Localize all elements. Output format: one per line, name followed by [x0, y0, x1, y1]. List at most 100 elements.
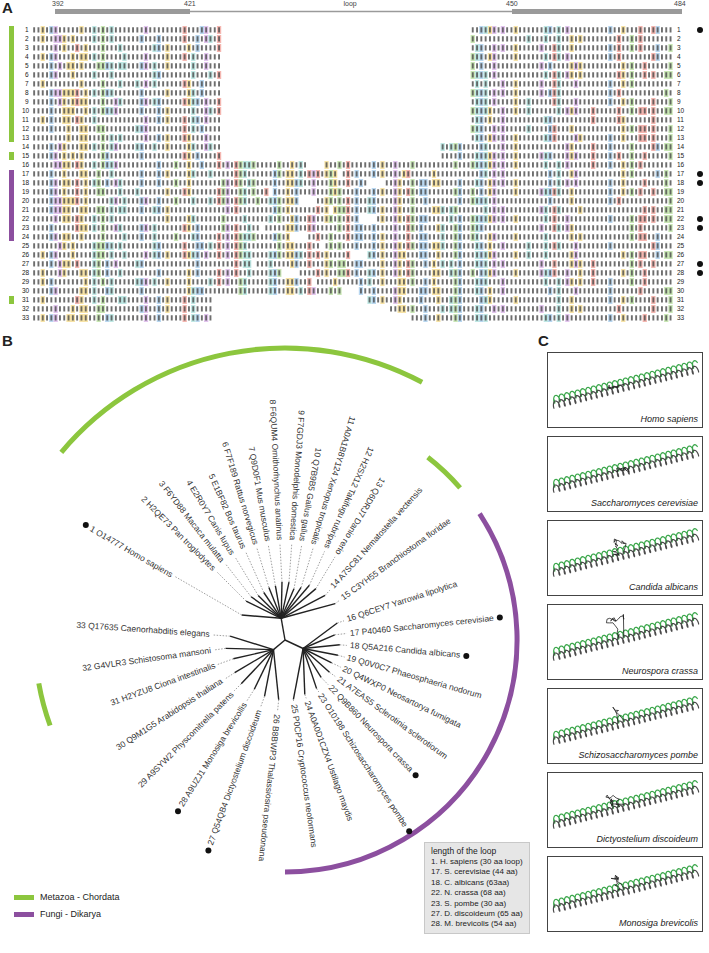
- info-box: length of the loop1. H. sapiens (30 aa l…: [424, 842, 530, 934]
- residue-shading: [109, 62, 195, 70]
- species-label: Homo sapiens: [640, 415, 698, 424]
- tree-branch: [281, 585, 309, 618]
- residue-glyphs: [33, 153, 671, 158]
- residue-shading: [71, 305, 583, 313]
- residue-glyphs: [33, 243, 671, 248]
- loop-trace: [617, 468, 629, 472]
- row-number: 29: [677, 279, 684, 286]
- residue-glyphs: [33, 216, 671, 221]
- row-number: 19: [677, 189, 684, 196]
- residue-glyphs: [33, 171, 671, 176]
- residue-shading: [97, 314, 669, 322]
- leader-line: [321, 677, 328, 684]
- leader-line: [246, 551, 264, 592]
- tree-branch: [303, 623, 337, 649]
- marker-dot: [697, 216, 703, 222]
- panel-letter: C: [538, 333, 549, 348]
- residue-shading: [92, 260, 488, 268]
- leader-line: [335, 601, 339, 604]
- box-line: 22. N. crassa (68 aa): [431, 888, 523, 898]
- species-label: Dictyostelium discoideum: [596, 835, 698, 844]
- tree-branch: [281, 604, 335, 619]
- tree-branch: [230, 636, 273, 649]
- group-bar: [9, 296, 14, 304]
- residue-shading: [183, 80, 557, 88]
- leader-line: [235, 557, 258, 596]
- residue-shading: [144, 296, 398, 304]
- residue-glyphs: [33, 234, 671, 239]
- residue-shading: [58, 143, 570, 151]
- tree-branch: [281, 595, 325, 618]
- residue-shading: [75, 161, 643, 169]
- group-bar: [9, 152, 14, 160]
- group-bar: [9, 170, 14, 241]
- species-label: Schizosaccharomyces pombe: [578, 751, 698, 760]
- marker-dot: [697, 225, 703, 231]
- leader-line: [335, 634, 347, 635]
- leader-line: [325, 590, 330, 595]
- residue-shading: [144, 134, 578, 142]
- residue-shading: [101, 134, 673, 142]
- row-number: 11: [22, 117, 29, 124]
- leaf-label: 18 Q5A216 Candida albicans: [349, 641, 460, 659]
- residue-number: loop: [344, 0, 357, 7]
- loop-trace: [611, 875, 624, 890]
- row-number: 10: [677, 108, 684, 115]
- row-number: 2: [677, 36, 681, 43]
- row-number: 33: [22, 315, 29, 322]
- row-number: 23: [677, 225, 684, 232]
- helix-bar: [512, 9, 682, 14]
- structure-panel: Saccharomyces cerevisiae: [547, 436, 703, 512]
- row-number: 20: [677, 198, 684, 205]
- leaf-label: 33 Q17635 Caenorhabditis elegans: [76, 621, 210, 639]
- row-number: 10: [22, 108, 29, 115]
- residue-shading: [92, 116, 548, 124]
- residue-shading: [58, 62, 578, 70]
- residue-glyphs: [33, 45, 671, 50]
- residue-number: 392: [52, 0, 64, 7]
- row-number: 5: [677, 63, 681, 70]
- residue-glyphs: [33, 81, 671, 86]
- leaf-label: 31 H2YZU8 Ciona intestinalis: [109, 661, 216, 707]
- residue-shading: [54, 44, 544, 52]
- helix-ribbon: [553, 450, 698, 492]
- residue-glyphs: [33, 162, 671, 167]
- clade-arc: [39, 683, 50, 725]
- residue-shading: [101, 89, 669, 97]
- row-number: 14: [677, 144, 684, 151]
- residue-shading: [97, 305, 673, 313]
- residue-shading: [114, 107, 578, 115]
- leader-line: [257, 547, 269, 587]
- row-number: 12: [677, 126, 684, 133]
- residue-glyphs: [33, 297, 671, 302]
- loop-trace: [613, 707, 624, 722]
- residue-shading: [109, 197, 487, 205]
- structure-panel: Candida albicans: [547, 520, 703, 596]
- tree-branch: [275, 586, 281, 619]
- leader-line: [234, 684, 241, 691]
- row-number: 15: [677, 153, 684, 160]
- leader-line: [301, 547, 313, 587]
- loop-trace: [613, 539, 626, 555]
- residue-glyphs: [33, 225, 671, 230]
- leader-line: [175, 577, 242, 616]
- group-bar: [9, 26, 14, 142]
- row-number: 30: [677, 288, 684, 295]
- helix-ribbon: [553, 786, 698, 828]
- row-number: 33: [677, 315, 684, 322]
- residue-shading: [217, 269, 647, 277]
- row-number: 7: [677, 81, 681, 88]
- residue-shading: [54, 206, 544, 214]
- leaf-label: 1 O14777 Homo sapiens: [89, 524, 175, 578]
- residue-glyphs: [33, 306, 671, 311]
- row-number: 17: [677, 171, 684, 178]
- tree-branch: [226, 648, 274, 649]
- box-line: 17. S. cerevisiae (44 aa): [431, 867, 523, 877]
- loop-trace: [606, 614, 623, 637]
- row-number: 31: [22, 297, 29, 304]
- residue-shading: [62, 143, 574, 151]
- helix-ribbon: [553, 618, 698, 660]
- structure-panel: Homo sapiens: [547, 352, 703, 428]
- residue-shading: [294, 215, 612, 223]
- residue-shading: [191, 305, 561, 313]
